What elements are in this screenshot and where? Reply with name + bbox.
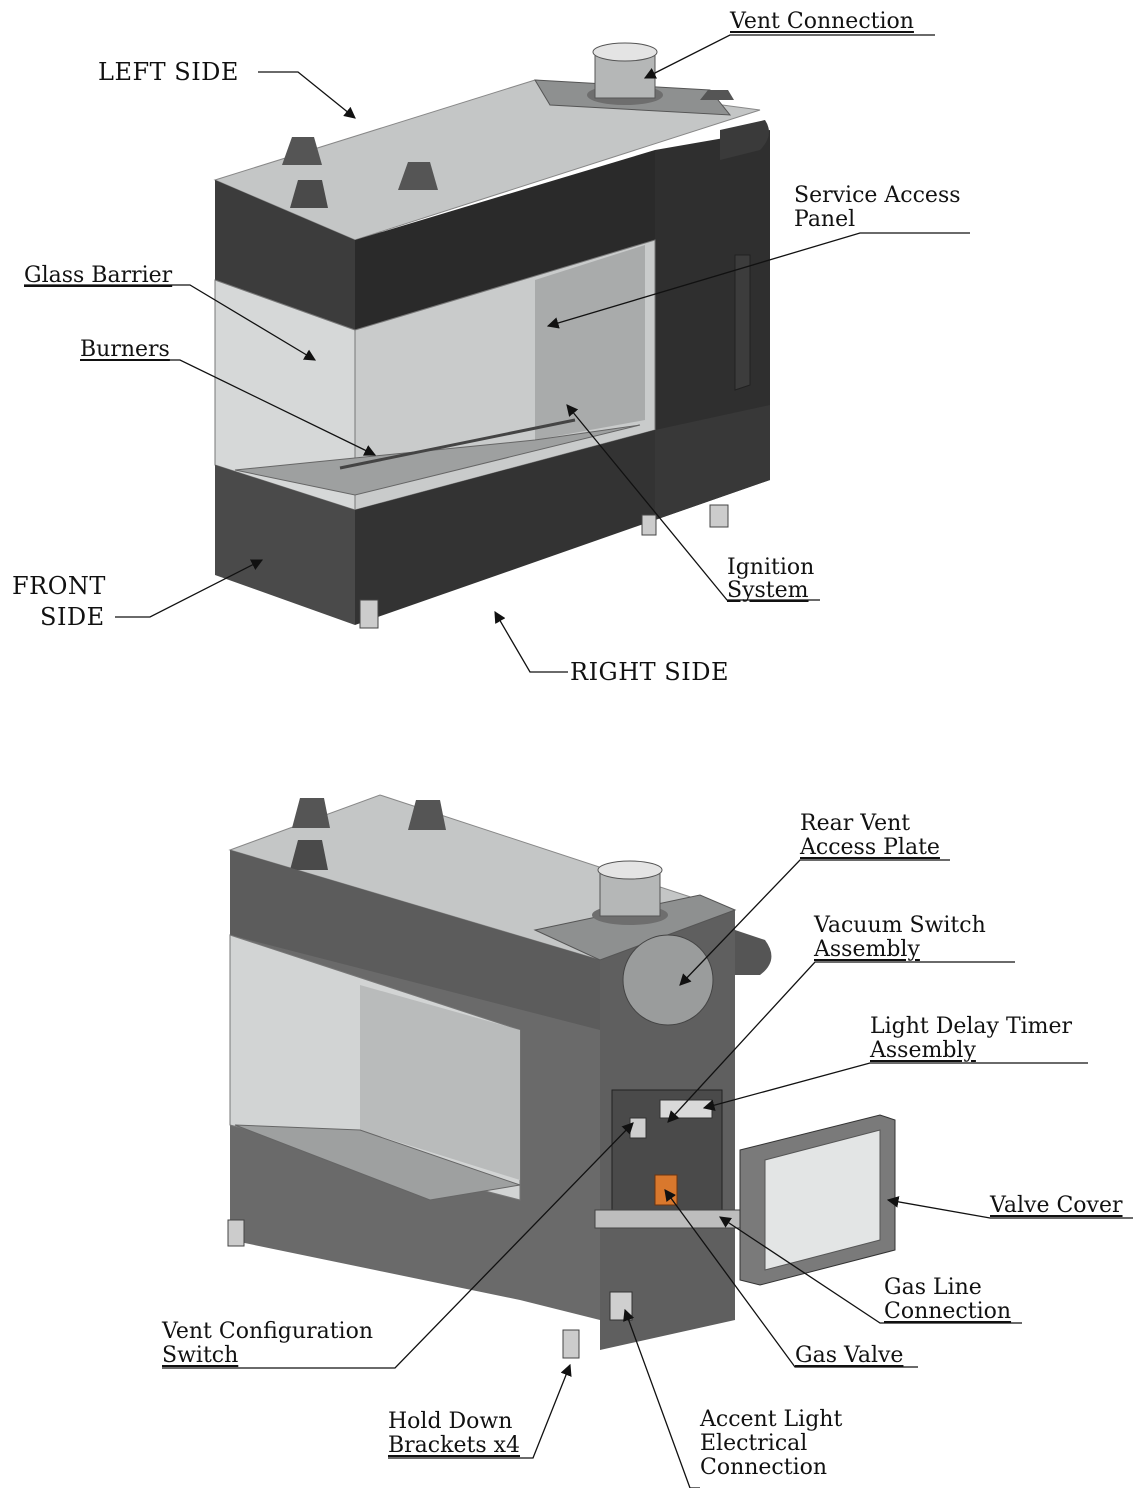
burner-tube <box>339 418 576 470</box>
leader-vacuum-switch <box>667 961 1015 1123</box>
fireplace-top-view <box>213 42 770 629</box>
foot-1 <box>359 599 379 629</box>
leader-vent-config <box>162 1122 634 1369</box>
rear-burner-tray <box>234 1124 521 1201</box>
label-accent-light-3: Connection <box>700 1455 828 1480</box>
label-glass-barrier: Glass Barrier <box>24 263 173 288</box>
leader-glass-barrier <box>24 284 317 361</box>
leader-vent-connection <box>643 34 935 79</box>
label-vent-config-2: Switch <box>162 1343 239 1368</box>
top-bracket-right <box>720 120 769 160</box>
label-left-side: LEFT SIDE <box>98 58 239 86</box>
top-hook-1 <box>282 137 322 165</box>
rear-foot-2 <box>562 1329 580 1359</box>
label-valve-cover: Valve Cover <box>990 1193 1123 1218</box>
label-vent-config-1: Vent Configuration <box>162 1319 373 1344</box>
rear-firebox <box>360 985 520 1180</box>
label-front-side-2: SIDE <box>40 603 105 631</box>
label-vacuum-switch-1: Vacuum Switch <box>814 913 986 938</box>
rear-hook-1 <box>292 798 330 828</box>
label-hold-down-1: Hold Down <box>388 1409 513 1434</box>
rear-bracket <box>735 930 772 975</box>
label-gas-line-1: Gas Line <box>884 1275 982 1300</box>
rear-hook-2 <box>408 800 446 830</box>
top-hook-3 <box>290 180 328 208</box>
label-vent-connection: Vent Connection <box>730 9 914 34</box>
gas-valve-body <box>654 1174 678 1206</box>
label-vacuum-switch-2: Assembly <box>814 937 920 962</box>
valve-shelf <box>594 1209 741 1229</box>
leader-hold-down <box>388 1363 572 1459</box>
foot-3 <box>641 514 657 536</box>
label-light-delay-2: Assembly <box>870 1038 976 1063</box>
vent-collar-top <box>592 42 658 62</box>
leader-service-access <box>546 232 970 329</box>
leader-ignition <box>566 404 820 601</box>
label-service-access-1: Service Access <box>794 183 961 208</box>
leader-light-delay <box>702 1062 1088 1111</box>
label-accent-light-2: Electrical <box>700 1431 808 1456</box>
leader-right-side <box>494 610 568 673</box>
label-right-side: RIGHT SIDE <box>570 658 729 686</box>
firebox-back <box>535 245 645 440</box>
label-rear-vent-2: Access Plate <box>800 835 940 860</box>
leader-rear-vent <box>679 859 950 986</box>
rear-service-panel <box>734 254 751 391</box>
valve-cover-inner <box>764 1129 881 1271</box>
rear-vent-collar-top <box>597 860 663 880</box>
fireplace-rear-view <box>227 794 896 1359</box>
label-hold-down-2: Brackets x4 <box>388 1433 520 1458</box>
label-burners: Burners <box>80 337 170 362</box>
leader-burners <box>80 359 377 456</box>
leader-accent-light <box>623 1308 700 1488</box>
leader-lines <box>24 34 1133 1488</box>
leader-gas-valve <box>664 1189 918 1368</box>
label-service-access-2: Panel <box>794 207 856 232</box>
leader-valve-cover <box>886 1196 1133 1219</box>
label-gas-line-2: Connection <box>884 1299 1012 1324</box>
label-front-side-1: FRONT <box>12 572 106 600</box>
label-light-delay-1: Light Delay Timer <box>870 1014 1073 1039</box>
label-ignition-1: Ignition <box>727 555 815 580</box>
rear-left-upper-band <box>230 850 600 1030</box>
label-gas-valve: Gas Valve <box>795 1343 904 1368</box>
leader-front-side <box>115 559 264 618</box>
top-panel <box>213 79 761 241</box>
front-lower-skirt <box>355 430 655 625</box>
accent-light-box <box>609 1291 633 1321</box>
label-ignition-2: System <box>727 578 809 603</box>
rear-vent-access-plate <box>622 934 714 1026</box>
vacuum-switch <box>629 1117 647 1139</box>
label-accent-light-1: Accent Light <box>700 1407 843 1432</box>
rear-foot-1 <box>227 1219 245 1247</box>
top-hook-4 <box>700 90 734 100</box>
top-hook-2 <box>398 162 438 190</box>
left-lower-face <box>215 465 355 625</box>
label-rear-vent-1: Rear Vent <box>800 811 911 836</box>
front-upper-face <box>355 150 655 330</box>
leader-gas-line <box>719 1216 1022 1324</box>
foot-2 <box>709 504 729 528</box>
rear-hook-3 <box>290 840 328 870</box>
leader-left-side <box>258 71 356 119</box>
